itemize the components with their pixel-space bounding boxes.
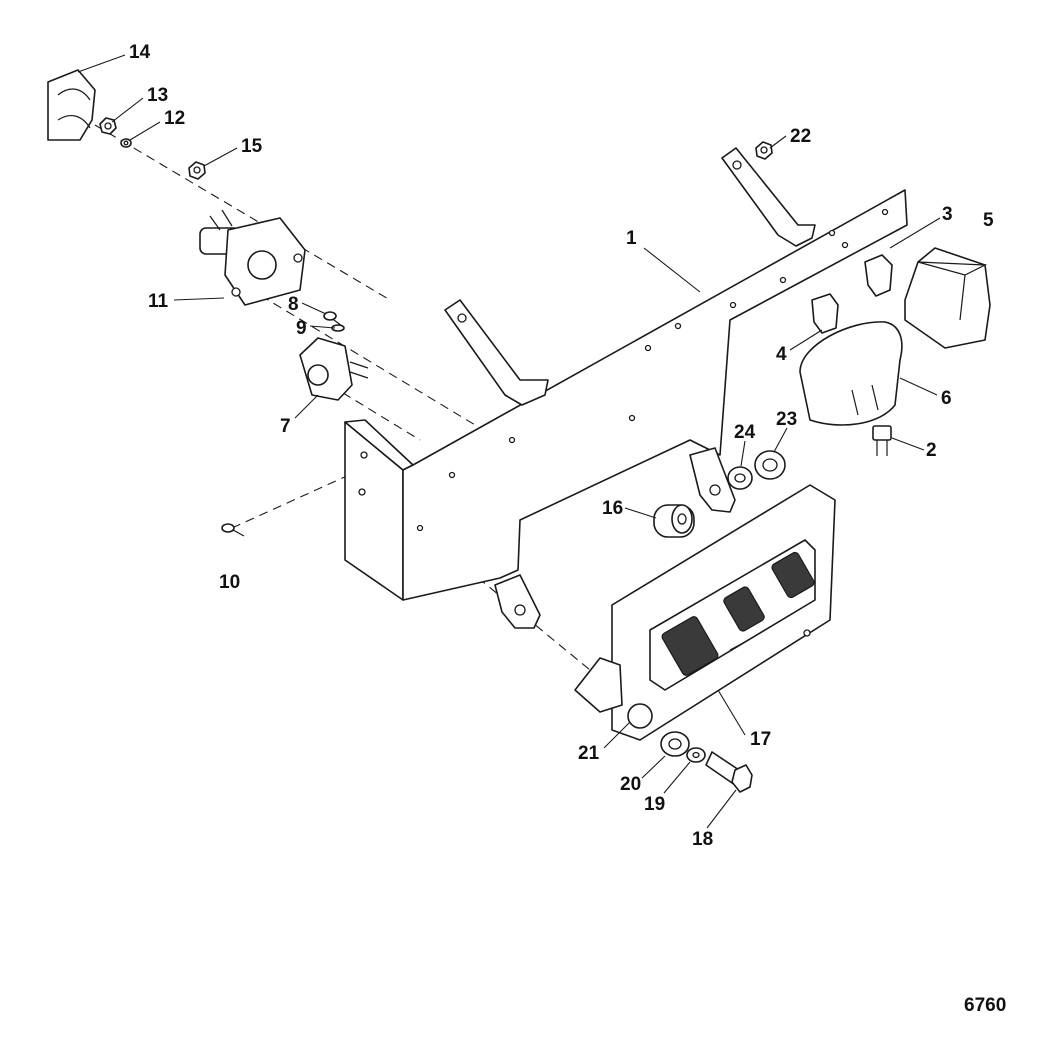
leader-lines <box>77 54 941 829</box>
callout-13: 13 <box>147 85 168 106</box>
callout-22: 22 <box>790 126 811 147</box>
callout-18: 18 <box>692 829 713 850</box>
bolt <box>705 751 753 793</box>
clamp <box>47 69 96 141</box>
callout-23: 23 <box>776 409 797 430</box>
grommets-23-24 <box>727 450 786 490</box>
callout-14: 14 <box>129 42 151 63</box>
fuse-cover <box>799 321 903 426</box>
callout-15: 15 <box>241 136 263 157</box>
callout-6: 6 <box>941 388 952 409</box>
screw-10 <box>221 523 245 537</box>
callout-8: 8 <box>288 294 299 315</box>
callout-11: 11 <box>148 291 169 312</box>
fuse-holder-3 <box>864 254 893 297</box>
callout-5: 5 <box>983 210 994 231</box>
small-hardware <box>99 117 773 180</box>
ecm <box>574 484 836 741</box>
callouts: 1 2 3 4 5 6 7 8 9 10 11 12 13 14 15 16 1… <box>129 42 994 850</box>
callout-19: 19 <box>644 794 665 815</box>
callout-10: 10 <box>219 572 240 593</box>
solenoid <box>199 209 306 306</box>
fuse <box>872 425 892 456</box>
callout-3: 3 <box>942 204 953 225</box>
figure-number: 6760 <box>964 995 1006 1016</box>
callout-2: 2 <box>926 440 937 461</box>
fuse-holder-4 <box>811 293 839 334</box>
mounting-bracket <box>344 147 908 629</box>
callout-20: 20 <box>620 774 641 795</box>
relay <box>904 247 991 349</box>
spacer <box>653 504 695 538</box>
callout-17: 17 <box>750 729 771 750</box>
switch <box>299 337 369 401</box>
grommet-washer <box>660 731 706 763</box>
screw-8-9 <box>323 311 345 332</box>
callout-4: 4 <box>776 344 787 365</box>
callout-16: 16 <box>602 498 623 519</box>
callout-12: 12 <box>164 108 185 129</box>
callout-9: 9 <box>296 318 307 339</box>
callout-21: 21 <box>578 743 600 764</box>
callout-1: 1 <box>626 228 637 249</box>
callout-24: 24 <box>734 422 756 443</box>
callout-7: 7 <box>280 416 291 437</box>
